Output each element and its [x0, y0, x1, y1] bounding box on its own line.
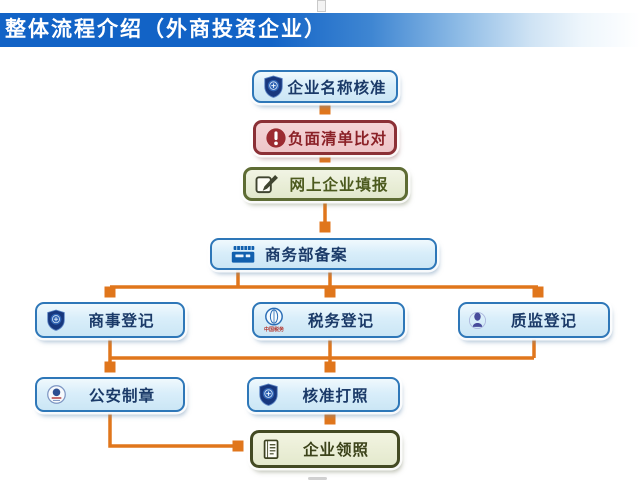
- flow-node-label: 商事登记: [88, 313, 155, 330]
- storefront-icon: [230, 245, 257, 264]
- exclamation-icon: [265, 127, 287, 149]
- pencil-icon: [255, 174, 279, 195]
- flow-node-negative-list: 负面清单比对: [253, 120, 397, 155]
- flow-node-label: 负面清单比对: [287, 130, 387, 148]
- flow-node-tax-registration: 中国税务 税务登记: [252, 302, 405, 338]
- flow-node-label: 公安制章: [88, 387, 155, 405]
- quality-emblem-icon: [469, 310, 486, 331]
- flow-node-label: 网上企业填报: [289, 177, 389, 194]
- flow-node-commercial-registration: 商事登记: [35, 302, 185, 338]
- shield-icon: [263, 75, 284, 98]
- police-badge-icon: [46, 384, 67, 405]
- flow-node-police-seal: 公安制章: [35, 377, 185, 412]
- stray-glyph-top: [317, 0, 326, 12]
- flow-node-quality-registration: 质监登记: [458, 302, 610, 338]
- shield-icon: [258, 383, 279, 406]
- certificate-icon: [262, 439, 281, 460]
- flow-node-label: 质监登记: [510, 313, 577, 330]
- shield-icon: [46, 309, 66, 331]
- page-title: 整体流程介绍（外商投资企业）: [5, 18, 327, 41]
- stray-glyph-bottom: [308, 477, 327, 480]
- title-banner: 整体流程介绍（外商投资企业）: [0, 13, 640, 47]
- flow-node-label: 税务登记: [307, 313, 374, 330]
- edge-police-to-receiving: [108, 413, 241, 446]
- flow-node-label: 商务部备案: [265, 247, 348, 264]
- tax-emblem-caption: 中国税务: [263, 327, 284, 333]
- tax-emblem-icon: 中国税务: [263, 307, 285, 333]
- flow-node-label: 企业领照: [302, 442, 369, 459]
- flow-node-name-approval: 企业名称核准: [252, 70, 398, 103]
- flow-node-label: 企业名称核准: [287, 79, 387, 97]
- flow-node-mofcom-filing: 商务部备案: [210, 238, 437, 270]
- flow-node-online-filing: 网上企业填报: [243, 167, 408, 201]
- flow-node-license-printing: 核准打照: [247, 377, 400, 412]
- flow-node-license-receiving: 企业领照: [250, 430, 400, 468]
- flow-node-label: 核准打照: [302, 387, 369, 405]
